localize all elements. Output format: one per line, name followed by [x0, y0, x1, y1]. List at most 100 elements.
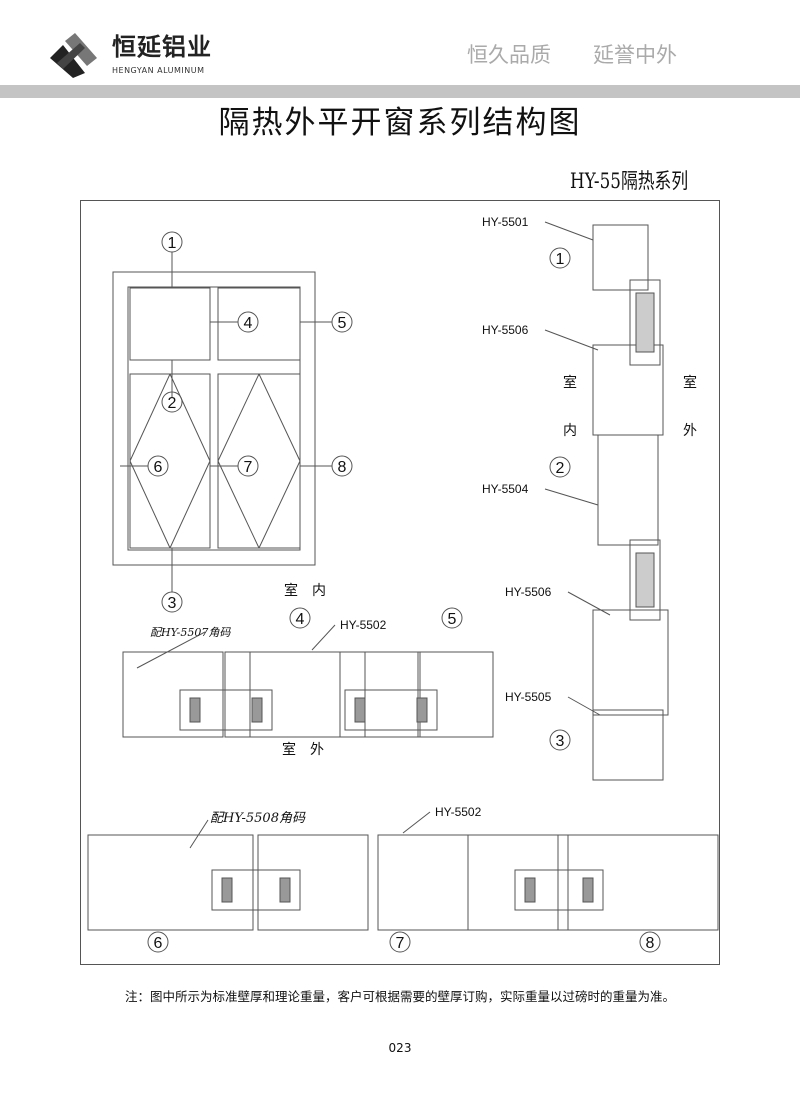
marker-7: 7: [244, 459, 253, 476]
header-band: [0, 85, 800, 98]
profile-outline: [557, 834, 719, 931]
brand-name: 恒延铝业: [112, 33, 212, 61]
leader-line: [217, 460, 260, 549]
marker-circle: [237, 311, 259, 333]
marker-6: 6: [154, 459, 163, 476]
marker-circle: [549, 247, 571, 269]
marker-circle: [161, 231, 183, 253]
window-markers: 1 2 3 4 5 6 7 8: [154, 235, 347, 612]
marker-4: 4: [244, 315, 253, 332]
leader-line: [567, 591, 611, 616]
drawing-frame: [80, 200, 720, 965]
glass-pane: [635, 552, 655, 608]
label-hy5502-top: HY-5502: [340, 618, 387, 632]
bsec-marker-7: 7: [396, 935, 405, 952]
brand-name-en: HENGYAN ALUMINUM: [112, 66, 205, 75]
profile-outline: [224, 651, 341, 738]
profile-outline: [629, 279, 661, 366]
label-hy5505: HY-5505: [505, 690, 552, 704]
slogan-2: 延誉中外: [593, 43, 677, 67]
gasket: [354, 697, 366, 723]
indoor-label: 室 内: [284, 582, 326, 599]
profile-outline: [467, 834, 569, 931]
marker-8: 8: [338, 459, 347, 476]
profile-outline: [417, 651, 494, 738]
leader-line: [402, 811, 431, 834]
gasket: [279, 877, 291, 903]
leader-line: [129, 373, 171, 462]
logo-icon: [50, 33, 97, 78]
profile-outline: [179, 689, 273, 731]
page-title: 隔热外平开窗系列结构图: [218, 105, 582, 141]
marker-circle: [289, 607, 311, 629]
leader-line: [169, 373, 211, 462]
leader-line: [311, 624, 336, 651]
footnote: 注：图中所示为标准壁厚和理论重量，客户可根据需要的壁厚订购，实际重量以过磅时的重…: [124, 989, 675, 1004]
gasket: [582, 877, 594, 903]
profile-outline: [217, 373, 301, 549]
leader-line: [544, 221, 594, 241]
leader-line: [169, 460, 211, 549]
series-subtitle: HY-55隔热系列: [570, 169, 689, 193]
gasket: [416, 697, 428, 723]
marker-circle: [549, 729, 571, 751]
profile-outline: [514, 869, 604, 911]
marker-2: 2: [168, 395, 177, 412]
bsec-marker-8: 8: [646, 935, 655, 952]
outdoor-label: 室: [683, 374, 697, 391]
profile-outline: [629, 539, 661, 621]
bsec-marker-6: 6: [154, 935, 163, 952]
leader-line: [189, 819, 209, 849]
leader-line: [217, 373, 260, 462]
gasket: [251, 697, 263, 723]
marker-circle: [147, 455, 169, 477]
profile-outline: [87, 834, 254, 931]
hsec-marker-4: 4: [296, 611, 305, 628]
marker-circle: [389, 931, 411, 953]
profile-outline: [339, 651, 421, 738]
glass-pane: [635, 292, 655, 353]
leader-line: [544, 488, 599, 506]
label-hy5506-a: HY-5506: [482, 323, 529, 337]
profile-outline: [122, 651, 224, 738]
marker-circle: [147, 931, 169, 953]
marker-circle: [441, 607, 463, 629]
profile-outline: [249, 651, 366, 738]
indoor-label: 内: [563, 423, 577, 439]
window-frame: [112, 271, 316, 566]
marker-circle: [331, 311, 353, 333]
marker-circle: [161, 391, 183, 413]
label-hy5501: HY-5501: [482, 215, 529, 229]
marker-3: 3: [168, 595, 177, 612]
marker-5: 5: [338, 315, 347, 332]
profile-outline: [592, 224, 649, 291]
marker-circle: [549, 456, 571, 478]
profile-outline: [129, 287, 211, 361]
marker-circle: [237, 455, 259, 477]
slogan-1: 恒久品质: [467, 43, 551, 67]
marker-circle: [161, 591, 183, 613]
page-number: 023: [388, 1041, 412, 1055]
gasket: [221, 877, 233, 903]
profile-outline: [592, 609, 669, 716]
vsec-marker-3: 3: [556, 733, 565, 750]
hsec-marker-5: 5: [448, 611, 457, 628]
profile-outline: [344, 689, 438, 731]
vsec-marker-1: 1: [556, 251, 565, 268]
gasket: [524, 877, 536, 903]
profile-outline: [597, 434, 659, 546]
profile-outline: [377, 834, 469, 931]
indoor-label: 室: [563, 374, 577, 391]
marker-1: 1: [168, 235, 177, 252]
profile-outline: [217, 287, 301, 361]
corner-note-5507: 配HY-5507角码: [150, 626, 231, 639]
label-hy5504: HY-5504: [482, 482, 529, 496]
profile-outline: [257, 834, 369, 931]
vsec-marker-2: 2: [556, 460, 565, 477]
label-hy5506-b: HY-5506: [505, 585, 552, 599]
leader-line: [544, 329, 599, 351]
gasket: [189, 697, 201, 723]
profile-outline: [592, 344, 664, 436]
window-inner: [127, 286, 301, 551]
